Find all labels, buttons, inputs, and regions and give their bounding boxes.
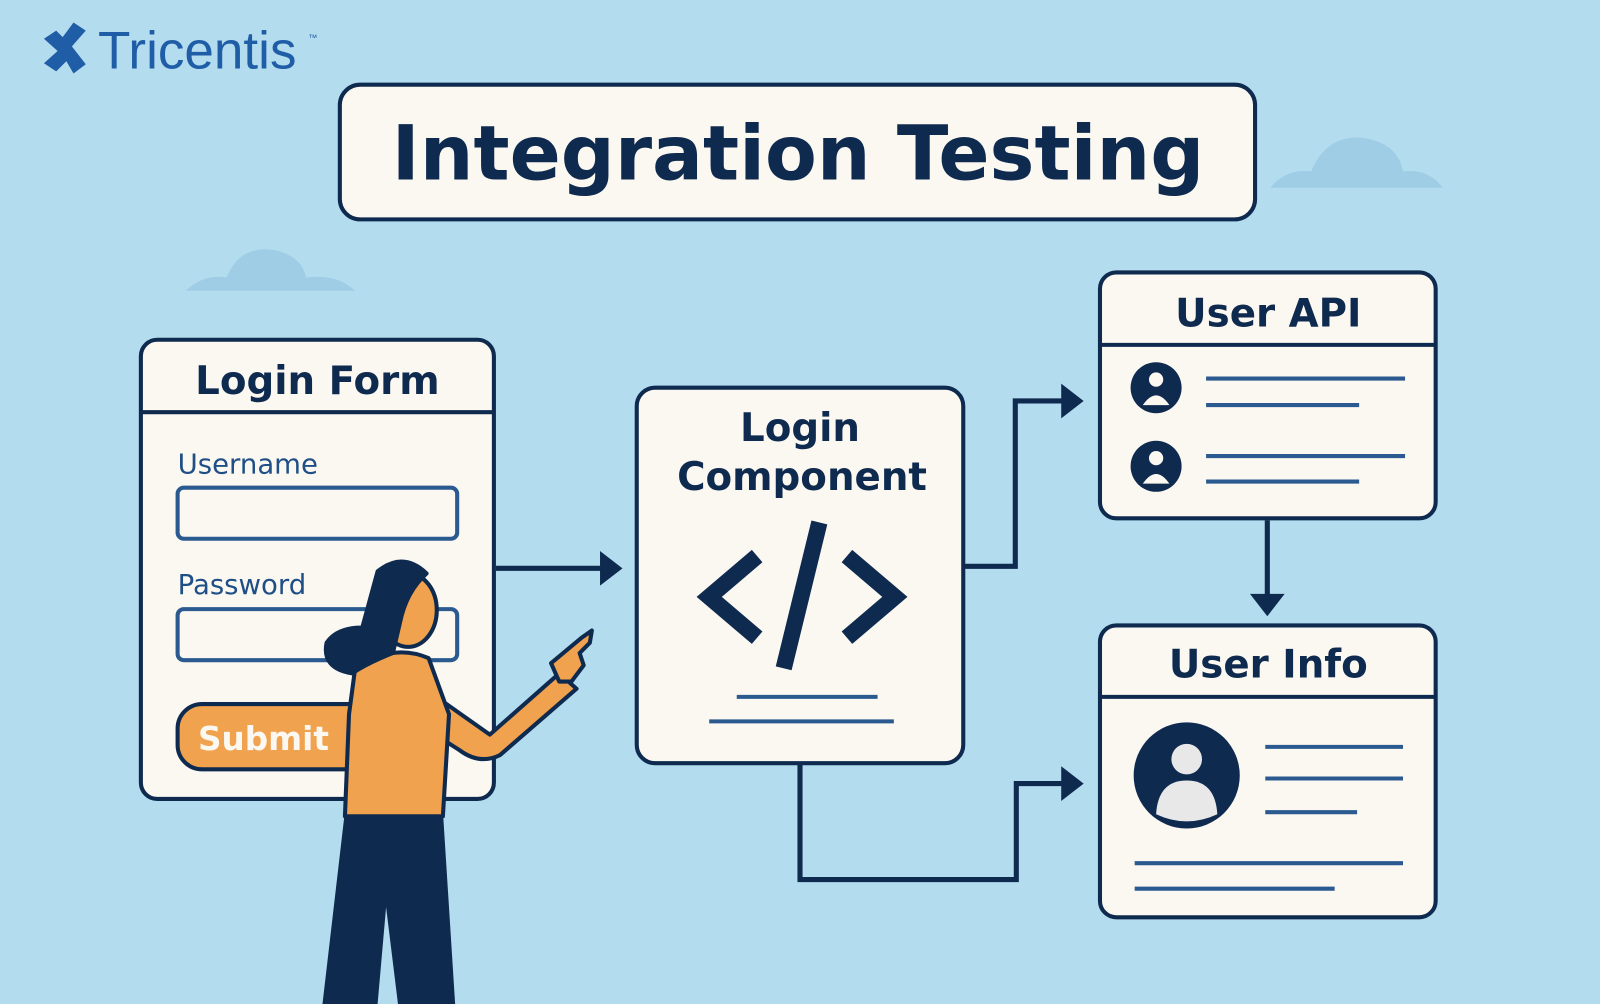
person-illustration — [322, 559, 594, 1004]
connectors — [495, 398, 1270, 883]
code-brackets-icon — [696, 520, 908, 671]
arrow-component-to-info — [797, 763, 1067, 883]
login-component-title-line2: Component — [677, 455, 927, 500]
page-title: Integration Testing — [392, 110, 1205, 198]
login-form-title: Login Form — [195, 359, 440, 404]
user-profile-icon — [1133, 722, 1240, 829]
user-info-card: User Info — [1097, 623, 1438, 920]
submit-label: Submit — [198, 720, 329, 758]
title-box: Integration Testing — [337, 82, 1258, 222]
user-api-title: User API — [1175, 292, 1361, 337]
person-torso — [342, 650, 452, 819]
logo-trademark: ™ — [308, 33, 317, 43]
user-api-card: User API — [1097, 270, 1438, 521]
user-avatar-icon — [1130, 362, 1182, 414]
person-hand — [549, 628, 594, 684]
person-hair — [323, 559, 429, 676]
submit-button[interactable]: Submit — [175, 701, 384, 772]
cloud-left — [185, 249, 356, 291]
person-legs — [322, 809, 456, 1004]
user-info-title: User Info — [1169, 642, 1368, 687]
password-label: Password — [178, 569, 307, 601]
arrowheads — [600, 383, 1285, 801]
cloud-right — [1270, 137, 1443, 188]
login-component-title-line1: Login — [740, 406, 860, 451]
tricentis-x-icon — [43, 22, 86, 74]
user-avatar-icon — [1130, 440, 1182, 492]
logo-text: Tricentis — [98, 21, 296, 80]
username-label: Username — [178, 448, 318, 480]
username-input[interactable] — [175, 485, 460, 541]
arrow-component-to-api — [963, 398, 1067, 569]
login-component-card: Login Component — [634, 385, 966, 766]
tricentis-logo: Tricentis ™ — [43, 21, 317, 80]
